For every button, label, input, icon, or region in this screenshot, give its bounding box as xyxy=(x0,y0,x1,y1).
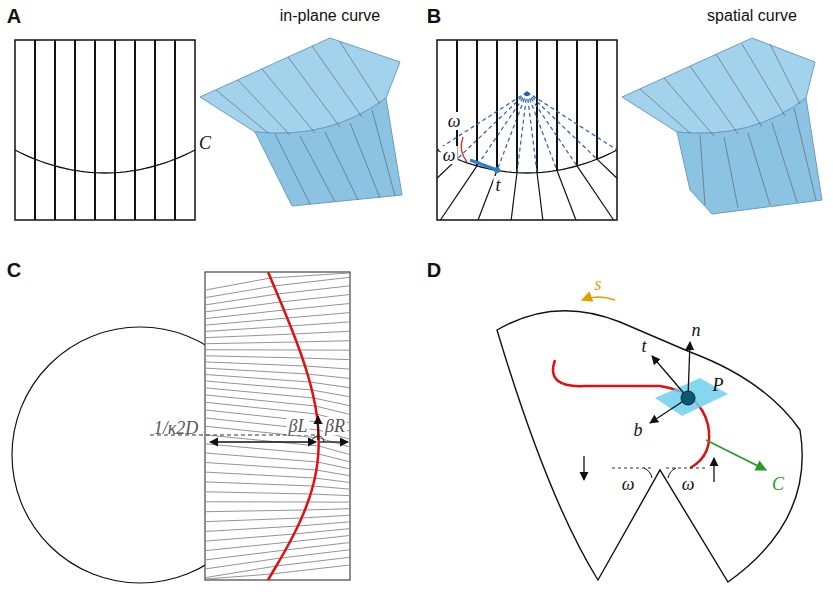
symbol-label: 1/κ2D xyxy=(154,419,199,437)
symbol-label: C xyxy=(199,134,211,152)
tangent-vector xyxy=(652,356,688,398)
arc-length-arrow xyxy=(582,297,615,300)
panel-letter: C xyxy=(7,260,21,280)
panel-letter: A xyxy=(7,6,21,26)
symbol-label: C xyxy=(772,475,784,493)
crease-curve xyxy=(437,150,617,173)
angle-arc xyxy=(312,436,318,442)
symbol-label: ω xyxy=(622,475,635,493)
panel-c-sheet xyxy=(12,272,350,583)
tangent-point xyxy=(494,167,500,173)
symbol-label: n xyxy=(690,321,703,339)
reference-line xyxy=(666,468,706,469)
symbol-label: ω xyxy=(446,112,463,130)
symbol-label: s xyxy=(594,275,601,293)
angle-arc xyxy=(644,468,652,478)
rulings xyxy=(35,40,175,220)
curve-direction-arrow xyxy=(706,440,766,470)
folded-surface-a xyxy=(200,38,402,206)
symbol-label: t xyxy=(493,176,502,194)
symbol-label: b xyxy=(632,421,645,439)
crease-curve xyxy=(268,272,319,580)
sheet-border xyxy=(15,40,195,220)
crease-curve xyxy=(15,150,195,173)
flat-sheet-b xyxy=(437,40,617,220)
symbol-label: βL xyxy=(287,417,310,435)
symbol-label: ω xyxy=(441,146,458,164)
reference-line xyxy=(612,468,652,469)
surface-outline xyxy=(497,311,802,582)
angle-arc xyxy=(461,137,467,162)
rulings xyxy=(206,273,349,579)
panel-title: spatial curve xyxy=(707,8,797,24)
angle-arc xyxy=(318,436,324,442)
sheet-border xyxy=(205,272,350,580)
symbol-label: ω xyxy=(682,475,695,493)
symbol-label: βR xyxy=(323,417,347,435)
radius-arrow xyxy=(210,441,316,442)
angle-arc xyxy=(668,468,676,478)
panel-title: in-plane curve xyxy=(280,8,381,24)
tangent-segment xyxy=(470,160,497,170)
curve-point xyxy=(681,391,695,405)
flat-sheet-a xyxy=(15,40,195,220)
folded-surface-b xyxy=(622,38,822,214)
panel-letter: D xyxy=(427,260,441,280)
fold-up-arrow xyxy=(713,458,714,482)
fold-down-arrow xyxy=(583,456,584,480)
sheet-border xyxy=(437,40,617,220)
symbol-label: P xyxy=(713,376,724,394)
symbol-label: t xyxy=(639,337,648,355)
panel-d-surface xyxy=(497,297,802,582)
rulings xyxy=(437,40,617,220)
panel-letter: B xyxy=(427,6,441,26)
normal-vector xyxy=(688,342,690,398)
